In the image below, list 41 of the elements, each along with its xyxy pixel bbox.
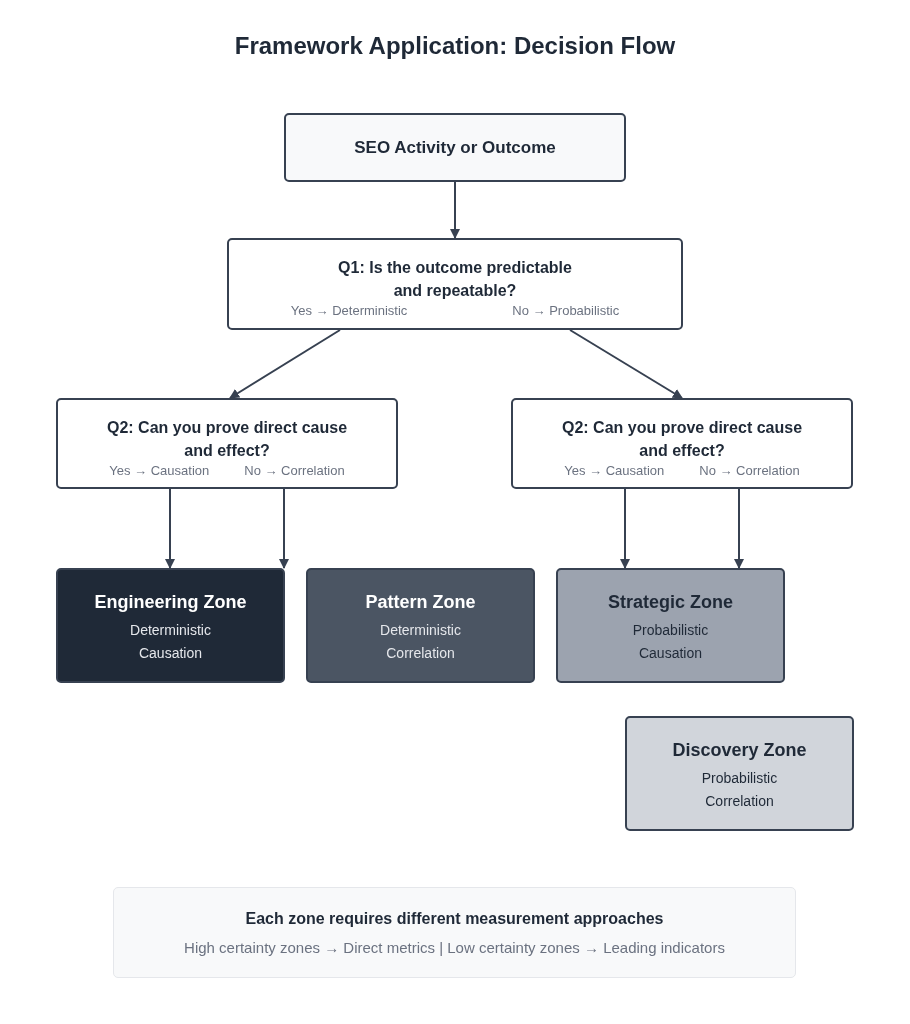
diagram-title: Framework Application: Decision Flow <box>233 32 677 60</box>
zone-attribute: Correlation <box>705 791 774 811</box>
decision-box <box>227 238 683 330</box>
branch-label: Yes → Causation <box>109 462 210 478</box>
zone-title: Strategic Zone <box>608 590 733 614</box>
zone-attribute: Deterministic <box>380 620 461 640</box>
zone-attribute: Causation <box>638 643 702 663</box>
zone-attribute: Deterministic <box>130 620 211 640</box>
zone-title: Discovery Zone <box>672 738 807 762</box>
arrow <box>620 488 630 569</box>
zone-box <box>306 568 535 683</box>
arrow <box>734 488 744 569</box>
note-panel <box>113 887 796 978</box>
zone-box <box>56 568 285 683</box>
start-label: SEO Activity or Outcome <box>354 137 556 158</box>
note-text: High certainty zones → Direct metrics | Low certainty zones → Leading indicators <box>184 937 725 958</box>
start-box <box>284 113 626 182</box>
arrow <box>569 329 683 399</box>
arrow <box>450 181 460 239</box>
arrow <box>229 329 341 399</box>
zone-attribute: Probabilistic <box>632 620 709 640</box>
zone-attribute: Correlation <box>386 643 455 663</box>
zone-box <box>625 716 854 831</box>
branch-label: Yes → Deterministic <box>290 303 408 318</box>
zone-attribute: Causation <box>138 643 202 663</box>
zone-title: Engineering Zone <box>94 590 247 614</box>
branch-label: No → Correlation <box>244 462 345 478</box>
branch-label: No → Probabilistic <box>512 303 620 318</box>
branch-label: No → Correlation <box>699 462 800 478</box>
question-text: Q1: Is the outcome predictable and repeatable? <box>337 258 573 301</box>
branch-label: Yes → Causation <box>564 462 665 478</box>
arrow <box>165 488 175 569</box>
note-heading: Each zone requires different measurement approaches <box>245 908 664 929</box>
question-text: Q2: Can you prove direct cause and effect? <box>560 417 804 461</box>
zone-box <box>556 568 785 683</box>
question-text: Q2: Can you prove direct cause and effect? <box>105 417 349 461</box>
zone-title: Pattern Zone <box>365 590 476 614</box>
arrow <box>279 488 289 569</box>
zone-attribute: Probabilistic <box>701 768 778 788</box>
decision-box <box>511 398 853 489</box>
decision-box <box>56 398 398 489</box>
